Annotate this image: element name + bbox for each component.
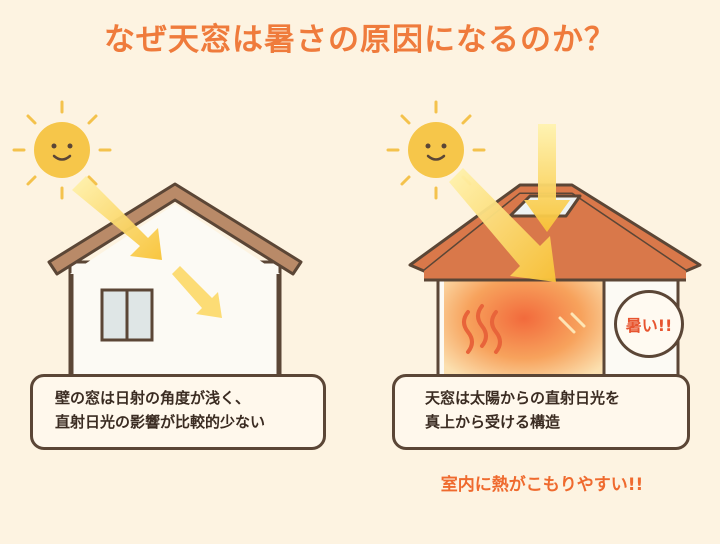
- heated-room: [444, 268, 604, 380]
- arrow-icon: [449, 124, 570, 282]
- right-caption-line-1: 天窓は太陽からの直射日光を: [425, 389, 621, 407]
- left-house-gable: [70, 204, 280, 274]
- left-caption-line-2: 直射日光の影響が比較的少ない: [55, 413, 266, 431]
- window-icon: [100, 288, 154, 342]
- left-caption: 壁の窓は日射の角度が浅く、 直射日光の影響が比較的少ない: [30, 374, 326, 450]
- left-house-roof: [47, 182, 303, 276]
- heat-note: 室内に熱がこもりやすい!!: [440, 475, 644, 495]
- sun-icon: [12, 100, 112, 200]
- hot-badge: 暑い!!: [614, 290, 684, 358]
- page-title: なぜ天窓は暑さの原因になるのか？: [104, 22, 616, 58]
- heat-wave-icon: [462, 304, 502, 354]
- arrow-icon: [72, 176, 222, 318]
- right-caption-line-2: 真上から受ける構造: [425, 413, 561, 431]
- left-caption-line-1: 壁の窓は日射の角度が浅く、: [55, 389, 251, 407]
- left-house: [47, 182, 303, 384]
- right-caption: 天窓は太陽からの直射日光を 真上から受ける構造: [392, 374, 690, 450]
